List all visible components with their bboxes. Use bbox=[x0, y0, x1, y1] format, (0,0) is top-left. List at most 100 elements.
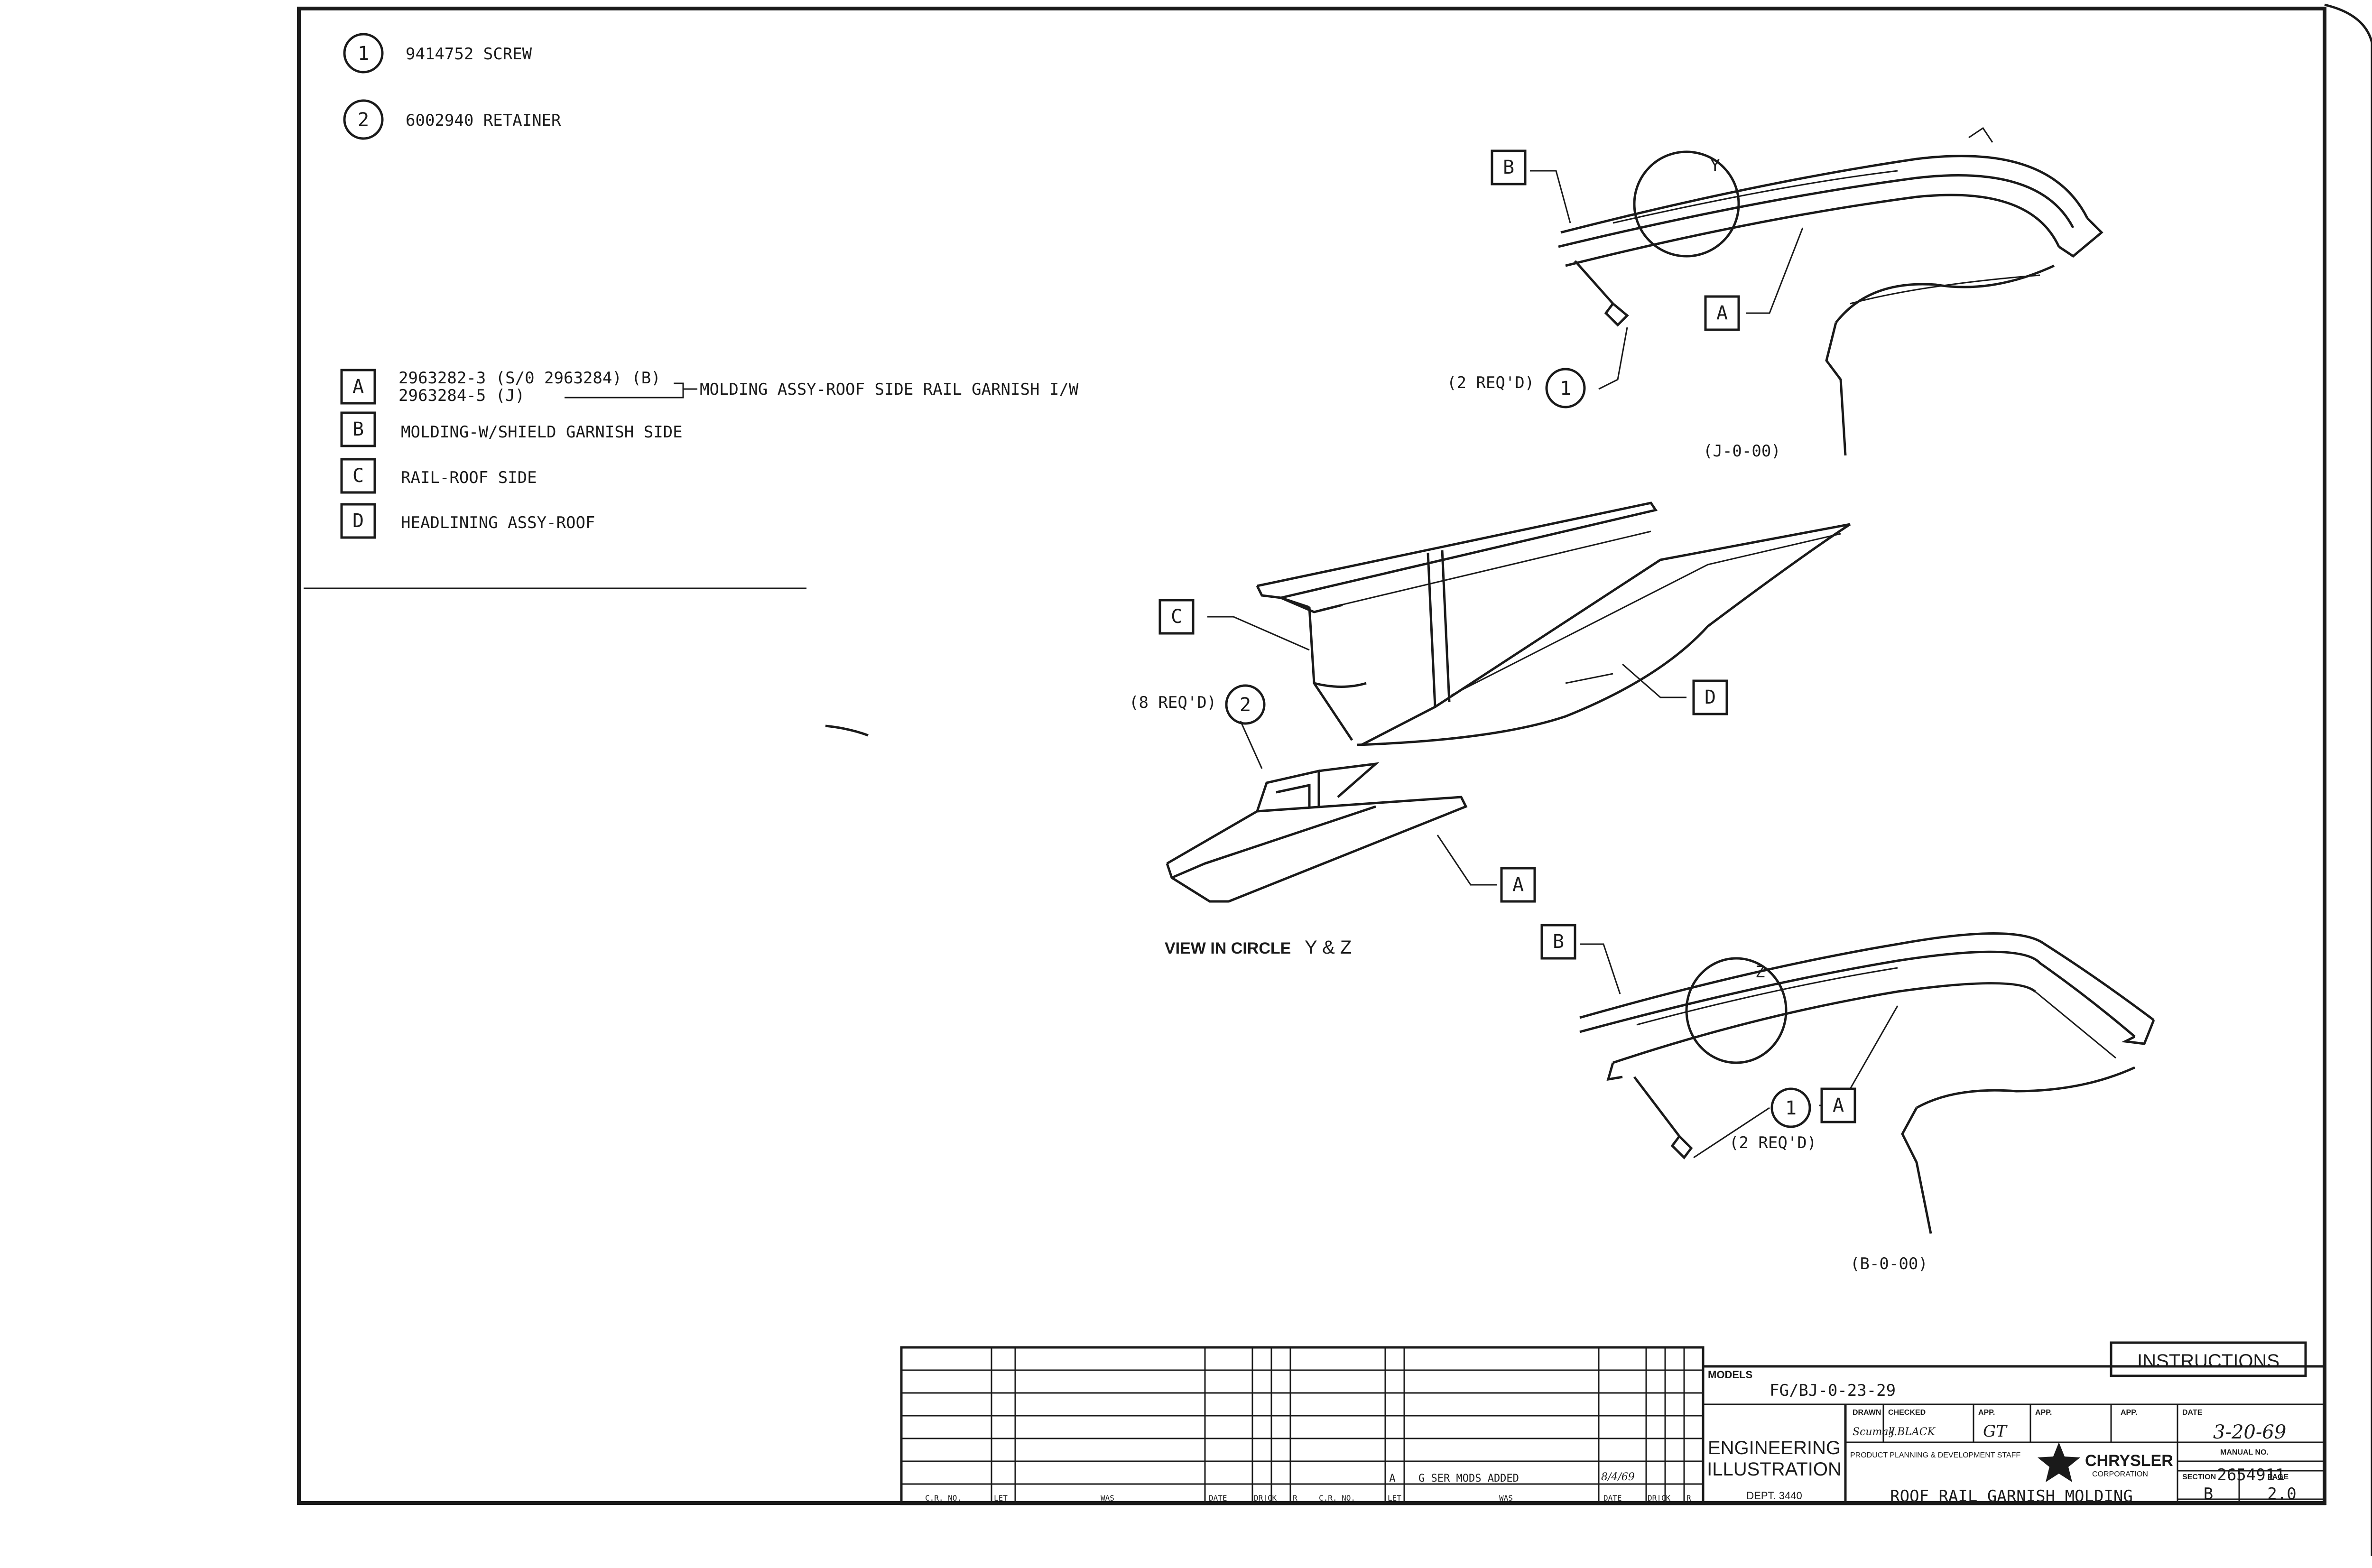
col-cr-no: C.R. NO. bbox=[925, 1494, 962, 1503]
drawn-signature: Scumak bbox=[1853, 1426, 1895, 1438]
callout-a-bottom: A bbox=[1820, 1087, 1856, 1123]
corporation-wordmark: CORPORATION bbox=[2092, 1470, 2148, 1478]
detail-circle-y bbox=[1633, 150, 1740, 258]
part-description: RAIL-ROOF SIDE bbox=[401, 468, 537, 487]
col-drck: DR|CK bbox=[1254, 1494, 1277, 1503]
col-cr-no-2: C.R. NO. bbox=[1319, 1494, 1355, 1503]
part-letter: D bbox=[352, 510, 364, 532]
part-letter: B bbox=[352, 418, 364, 440]
detail-circle-y-label: Y bbox=[1710, 156, 1720, 175]
col-let: LET bbox=[994, 1494, 1008, 1503]
svg-text:Y & Z: Y & Z bbox=[1305, 937, 1352, 958]
part-letter: C bbox=[352, 465, 364, 487]
checked-signature: J.BLACK bbox=[1889, 1426, 1936, 1438]
page-label: PAGE bbox=[2268, 1473, 2289, 1481]
checked-label: CHECKED bbox=[1888, 1409, 1926, 1417]
part-list-1: 1 9414752 SCREW bbox=[343, 33, 532, 74]
part-letter-box bbox=[340, 369, 376, 405]
part-number-line2: 2963284-5 (J) bbox=[398, 386, 525, 405]
part-letter-box bbox=[340, 411, 376, 447]
drawing-title: ROOF RAIL GARNISH MOLDING bbox=[1890, 1487, 2133, 1506]
svg-text:D: D bbox=[1705, 687, 1716, 708]
part-list-b: B MOLDING-W/SHIELD GARNISH SIDE bbox=[340, 411, 683, 447]
part-list-c: C RAIL-ROOF SIDE bbox=[340, 458, 537, 494]
section-value: B bbox=[2204, 1484, 2213, 1503]
part-letter-box bbox=[340, 503, 376, 539]
callout-b-top: B bbox=[1491, 149, 1527, 186]
part-description: MOLDING ASSY-ROOF SIDE RAIL GARNISH I/W bbox=[700, 380, 1079, 399]
svg-text:A: A bbox=[1833, 1095, 1844, 1116]
model-label-top: (J-0-00) bbox=[1703, 442, 1781, 461]
page-value: 2.0 bbox=[2267, 1484, 2296, 1503]
callout-b-bottom: B bbox=[1540, 924, 1576, 960]
part-description: MOLDING-W/SHIELD GARNISH SIDE bbox=[401, 423, 683, 442]
col-date-2: DATE bbox=[1603, 1494, 1622, 1503]
revision-block: A G SER MODS ADDED 8/4/69 C.R. NO. LET W… bbox=[900, 1346, 1705, 1505]
callout-req-bottom: 1 (2 REQ'D) bbox=[1729, 1087, 1816, 1152]
svg-text:A: A bbox=[1512, 874, 1524, 896]
col-r-2: R bbox=[1686, 1494, 1691, 1503]
col-let-2: LET bbox=[1388, 1494, 1401, 1503]
col-r: R bbox=[1293, 1494, 1297, 1503]
part-letter-box bbox=[340, 458, 376, 494]
callout-c-mid: C bbox=[1158, 599, 1195, 635]
app-label-2: APP. bbox=[2035, 1409, 2052, 1417]
svg-text:2: 2 bbox=[1240, 694, 1251, 716]
chrysler-star-icon bbox=[2038, 1442, 2080, 1482]
instructions-label: INSTRUCTIONS bbox=[2137, 1351, 2279, 1372]
svg-text:B: B bbox=[1553, 931, 1564, 953]
drawn-label: DRAWN bbox=[1853, 1409, 1881, 1417]
bottom-view-illustration: Z bbox=[1579, 932, 2155, 1234]
app-label-1: APP. bbox=[1978, 1409, 1995, 1417]
part-number-line1: 2963282-3 (S/0 2963284) (B) bbox=[398, 369, 661, 388]
engineering-line1: ENGINEERING bbox=[1708, 1438, 1841, 1458]
dept-label: DEPT. 3440 bbox=[1746, 1490, 1802, 1502]
view-in-circle-label: VIEW IN CIRCLE Y & Z bbox=[1165, 937, 1352, 958]
svg-text:(8 REQ'D): (8 REQ'D) bbox=[1129, 693, 1216, 712]
callout-d-mid: D bbox=[1692, 679, 1728, 715]
part-list-d: D HEADLINING ASSY-ROOF bbox=[340, 503, 595, 539]
svg-text:(2 REQ'D): (2 REQ'D) bbox=[1447, 373, 1534, 392]
col-drck-2: DR|CK bbox=[1648, 1494, 1671, 1503]
bracket bbox=[565, 382, 684, 399]
col-date: DATE bbox=[1209, 1494, 1227, 1503]
part-description: 6002940 RETAINER bbox=[406, 111, 561, 130]
part-number: 2 bbox=[358, 109, 369, 131]
date-value: 3-20-69 bbox=[2213, 1421, 2286, 1443]
stray-mark bbox=[825, 724, 869, 737]
part-list-a: A 2963282-3 (S/0 2963284) (B) 2963284-5 … bbox=[340, 369, 1079, 405]
svg-text:1: 1 bbox=[1785, 1097, 1797, 1119]
part-description: 9414752 SCREW bbox=[406, 45, 532, 64]
detail-circle-z-label: Z bbox=[1755, 963, 1765, 982]
part-number: 1 bbox=[358, 43, 369, 65]
models-label: MODELS bbox=[1708, 1369, 1752, 1381]
part-number-circle bbox=[343, 33, 384, 74]
chrysler-wordmark: CHRYSLER bbox=[2085, 1452, 2173, 1470]
part-list-2: 2 6002940 RETAINER bbox=[343, 99, 561, 140]
staff-label: PRODUCT PLANNING & DEVELOPMENT STAFF bbox=[1850, 1451, 2020, 1459]
models-value: FG/BJ-0-23-29 bbox=[1770, 1381, 1896, 1400]
revision-text: G SER MODS ADDED bbox=[1418, 1473, 1519, 1484]
callout-req-mid: (8 REQ'D) 2 bbox=[1129, 684, 1266, 725]
title-block: INSTRUCTIONS MODELS FG/BJ-0-23-29 DRAWN … bbox=[1702, 1341, 2326, 1506]
col-was: WAS bbox=[1101, 1494, 1114, 1503]
callout-req-top: (2 REQ'D) 1 bbox=[1447, 368, 1586, 408]
engineering-line2: ILLUSTRATION bbox=[1707, 1459, 1842, 1480]
svg-text:C: C bbox=[1171, 606, 1182, 628]
app-signature: GT bbox=[1983, 1422, 2008, 1441]
manual-label: MANUAL NO. bbox=[2220, 1448, 2269, 1457]
date-label: DATE bbox=[2182, 1409, 2203, 1417]
svg-text:VIEW IN CIRCLE: VIEW IN CIRCLE bbox=[1165, 939, 1291, 957]
col-was-2: WAS bbox=[1499, 1494, 1513, 1503]
detail-circle-z bbox=[1685, 957, 1788, 1064]
svg-text:1: 1 bbox=[1560, 378, 1571, 399]
section-label: SECTION bbox=[2182, 1473, 2216, 1481]
top-view-illustration: Y bbox=[1530, 127, 2103, 456]
part-letter: A bbox=[352, 376, 364, 398]
middle-view-illustration bbox=[1166, 501, 1851, 903]
app-label-3: APP. bbox=[2121, 1409, 2137, 1417]
revision-date: 8/4/69 bbox=[1601, 1471, 1635, 1483]
callout-a-top: A bbox=[1704, 295, 1740, 331]
